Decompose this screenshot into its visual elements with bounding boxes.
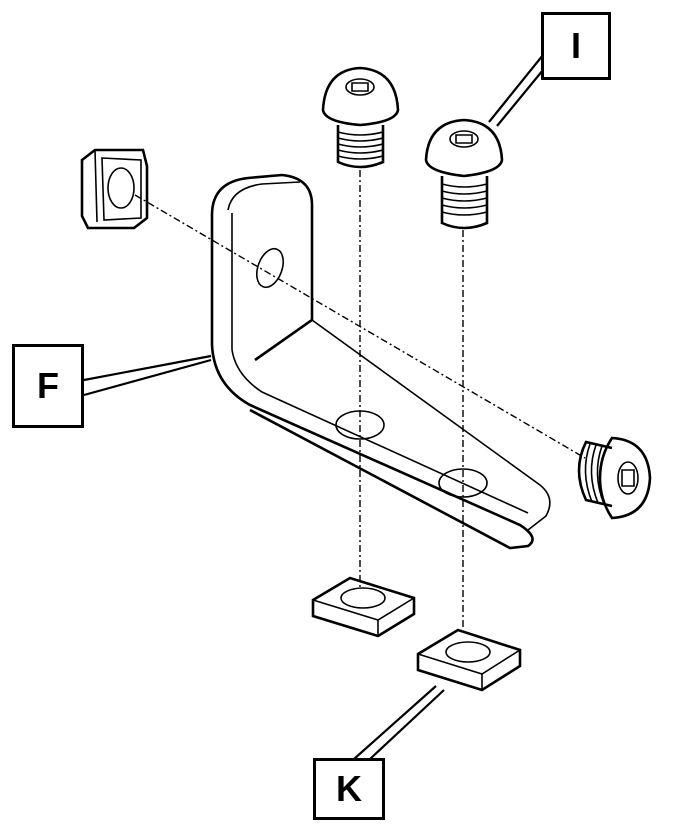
square-nut-bottom-right — [416, 628, 522, 692]
bracket-flange-top — [227, 181, 301, 211]
button-head-screw-right — [424, 118, 504, 230]
square-nut-bottom-left — [311, 576, 416, 638]
center-lines — [134, 170, 586, 628]
bracket-vertical-flange — [210, 173, 314, 362]
button-head-screw-side — [577, 436, 652, 520]
bracket-hole-right — [438, 468, 488, 498]
leader-f — [83, 354, 212, 397]
callout-label-k: K — [313, 758, 385, 820]
square-nut-side — [80, 148, 149, 230]
callout-leaders — [83, 54, 544, 760]
callout-label-i: I — [541, 12, 611, 80]
callout-text-i: I — [570, 25, 581, 66]
bracket-horizontal-leg — [210, 344, 534, 550]
leader-k — [353, 685, 445, 760]
button-head-screw-left — [321, 66, 400, 169]
leader-i — [488, 54, 544, 127]
l-bracket — [210, 173, 551, 550]
bracket-leg-side — [231, 349, 529, 514]
callout-text-f: F — [37, 365, 59, 406]
bracket-side-hole — [256, 247, 284, 289]
callout-text-k: K — [336, 768, 362, 809]
bracket-leg-top-edge — [311, 319, 551, 531]
callout-label-f: F — [12, 344, 84, 428]
bracket-hole-left — [335, 410, 385, 440]
